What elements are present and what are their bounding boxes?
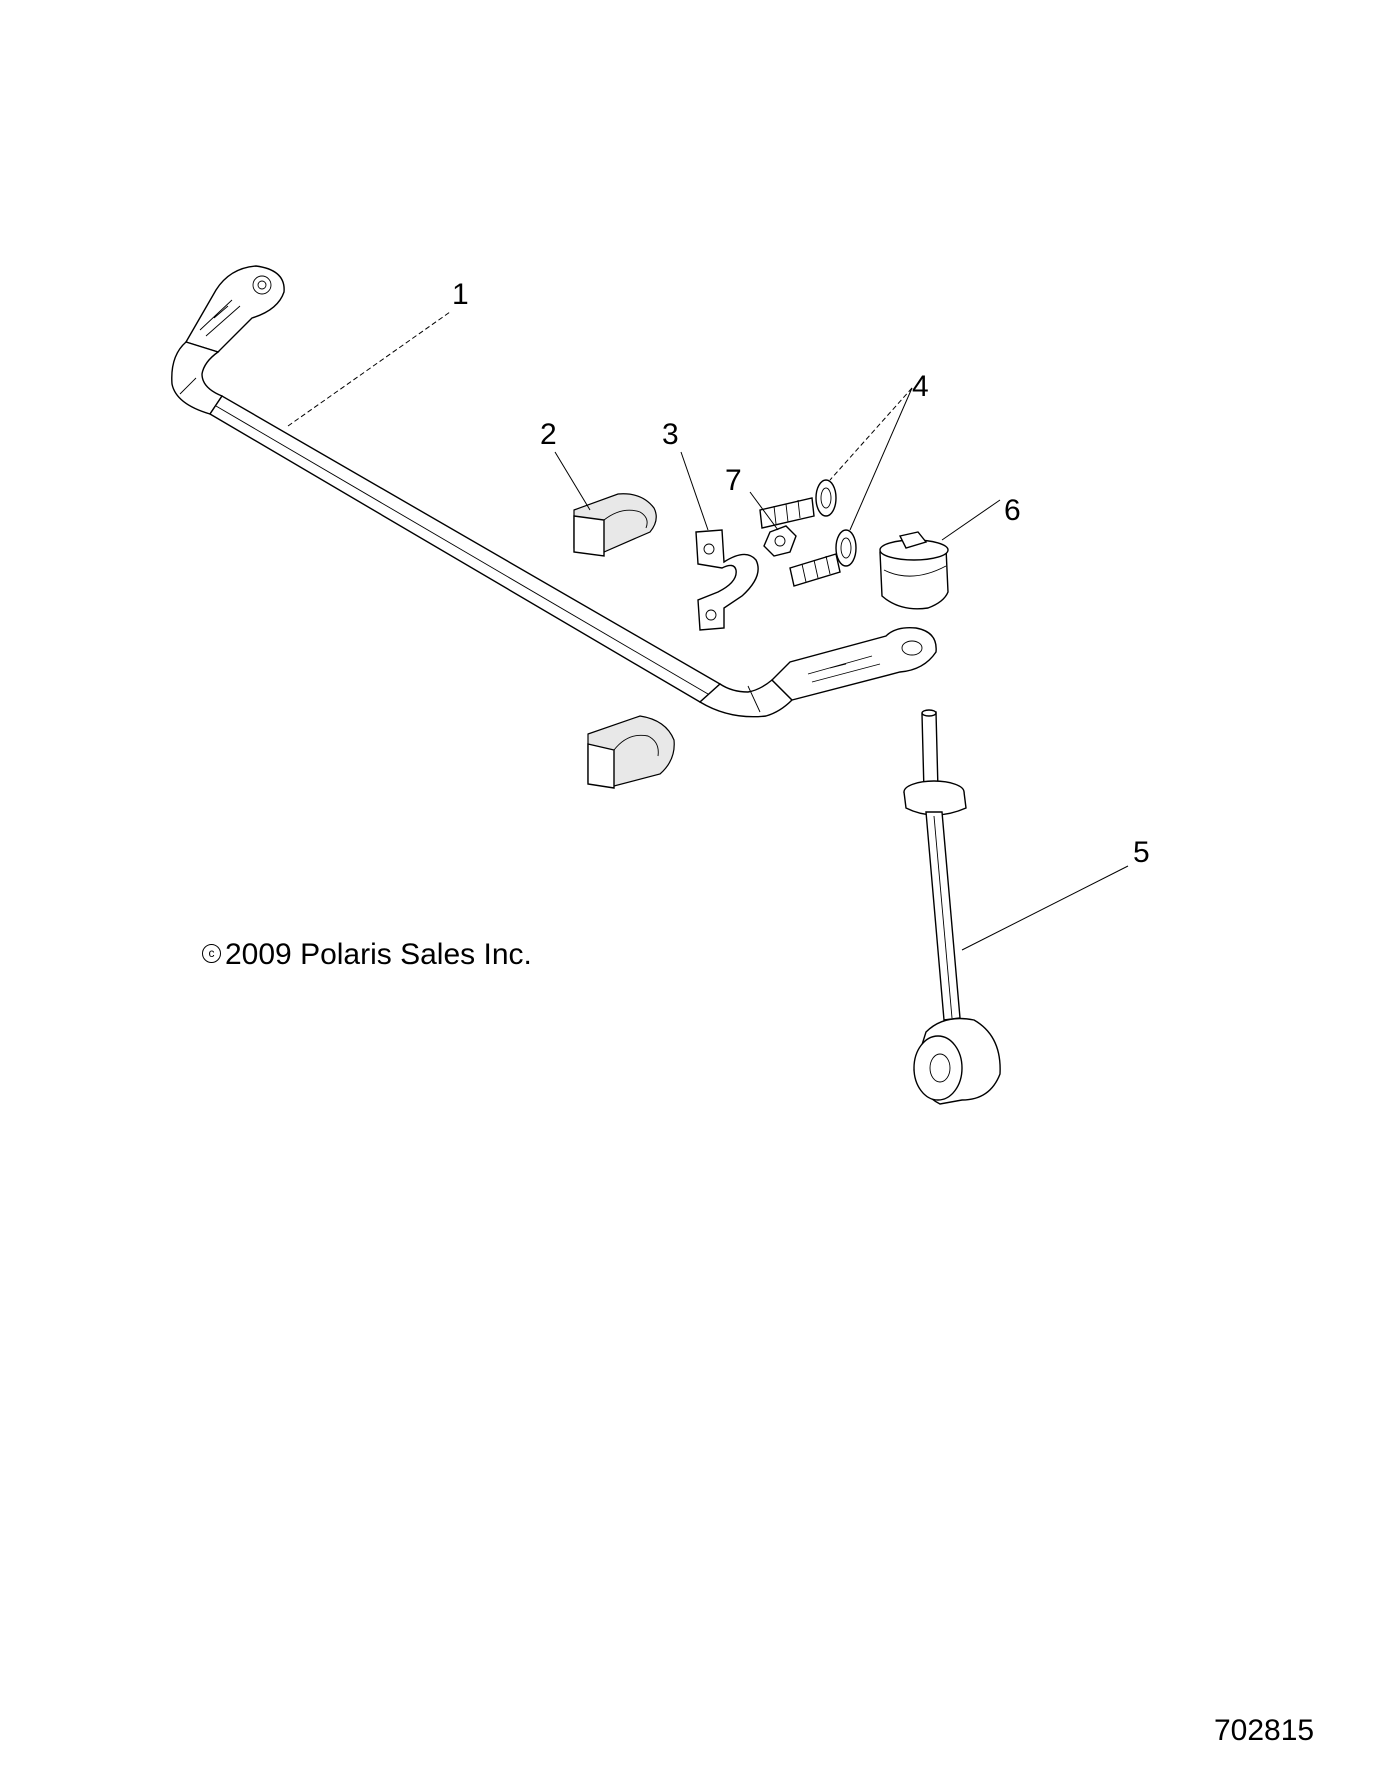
callout-7: 7 bbox=[725, 464, 742, 497]
bushing-bracket bbox=[695, 529, 759, 631]
bolt-lower bbox=[789, 529, 857, 587]
callout-4: 4 bbox=[912, 370, 929, 403]
callout-2: 2 bbox=[540, 418, 557, 451]
stabilizer-bar bbox=[171, 265, 937, 718]
small-nut bbox=[763, 525, 797, 557]
end-bushing bbox=[879, 531, 949, 610]
copyright-symbol: c bbox=[202, 943, 221, 963]
leader-lines bbox=[287, 311, 1129, 951]
callout-6: 6 bbox=[1004, 494, 1021, 527]
copyright-text: 2009 Polaris Sales Inc. bbox=[225, 938, 532, 971]
bushing-upper bbox=[573, 493, 657, 557]
callout-labels: 1 2 3 4 5 6 7 bbox=[452, 278, 1150, 869]
end-link bbox=[903, 709, 1001, 1105]
bolt-upper bbox=[759, 479, 837, 529]
callout-1: 1 bbox=[452, 278, 469, 311]
figure-number: 702815 bbox=[1214, 1714, 1315, 1747]
bushing-lower bbox=[587, 715, 675, 789]
callout-5: 5 bbox=[1133, 836, 1150, 869]
callout-3: 3 bbox=[662, 418, 679, 451]
